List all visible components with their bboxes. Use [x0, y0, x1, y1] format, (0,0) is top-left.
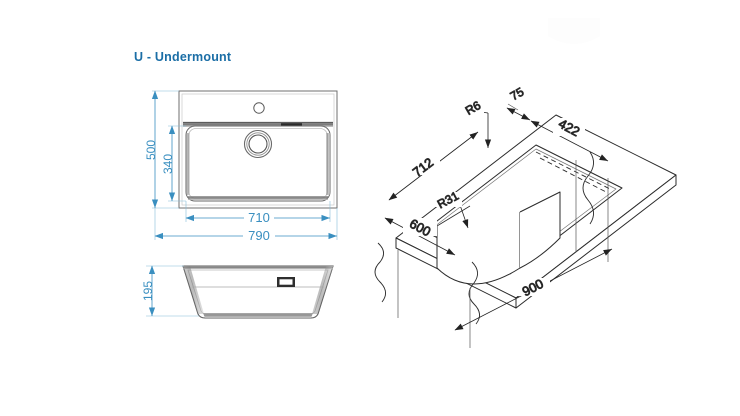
dimension-195-label: 195 [141, 281, 155, 301]
overflow-rectangle-inner [279, 279, 293, 285]
top-view-group: 500 340 710 790 [144, 90, 338, 243]
dimension-790-label: 790 [248, 228, 270, 243]
dimension-500-label: 500 [144, 140, 158, 160]
drain-hole-ring-inner [248, 134, 268, 154]
faucet-hole-icon [253, 102, 265, 114]
sink-front-ledge [188, 196, 328, 200]
dimension-195: 195 [141, 265, 199, 317]
radius-callout-r6: R6 [462, 97, 492, 148]
dimension-600: 600 [384, 215, 456, 256]
bowl-outer-profile [182, 265, 334, 319]
break-line-left [374, 242, 386, 303]
break-line-right [582, 151, 594, 225]
bowl-top-rim [183, 266, 333, 269]
bowl-right-rim-cap [312, 266, 333, 314]
front-view-group: 195 [141, 265, 334, 319]
dimension-340-label: 340 [161, 154, 175, 174]
dimension-422: 422 [530, 115, 609, 162]
overflow-slot [281, 123, 302, 126]
dimension-790: 790 [154, 208, 338, 243]
dimension-75: 75 [505, 84, 531, 121]
radius-r6-label: R6 [463, 98, 484, 118]
watermark-artifact [548, 18, 600, 44]
sink-left-wall [186, 133, 190, 195]
dimension-710-label: 710 [248, 210, 270, 225]
dimension-900: 900 [454, 248, 613, 331]
dimension-710: 710 [185, 201, 331, 225]
sink-right-wall [326, 133, 330, 195]
radius-callout-r31: R31 [434, 188, 469, 229]
dimension-500: 500 [144, 90, 179, 209]
bowl-bottom-pan [203, 313, 313, 318]
dimension-340: 340 [161, 125, 186, 202]
bowl-left-rim-cap [183, 266, 204, 314]
drain-hole-ring-mid [246, 132, 270, 156]
sink-outer-rim-inner-offset [181, 93, 335, 206]
page-title: U - Undermount [134, 50, 232, 64]
hidden-lines [535, 151, 613, 194]
